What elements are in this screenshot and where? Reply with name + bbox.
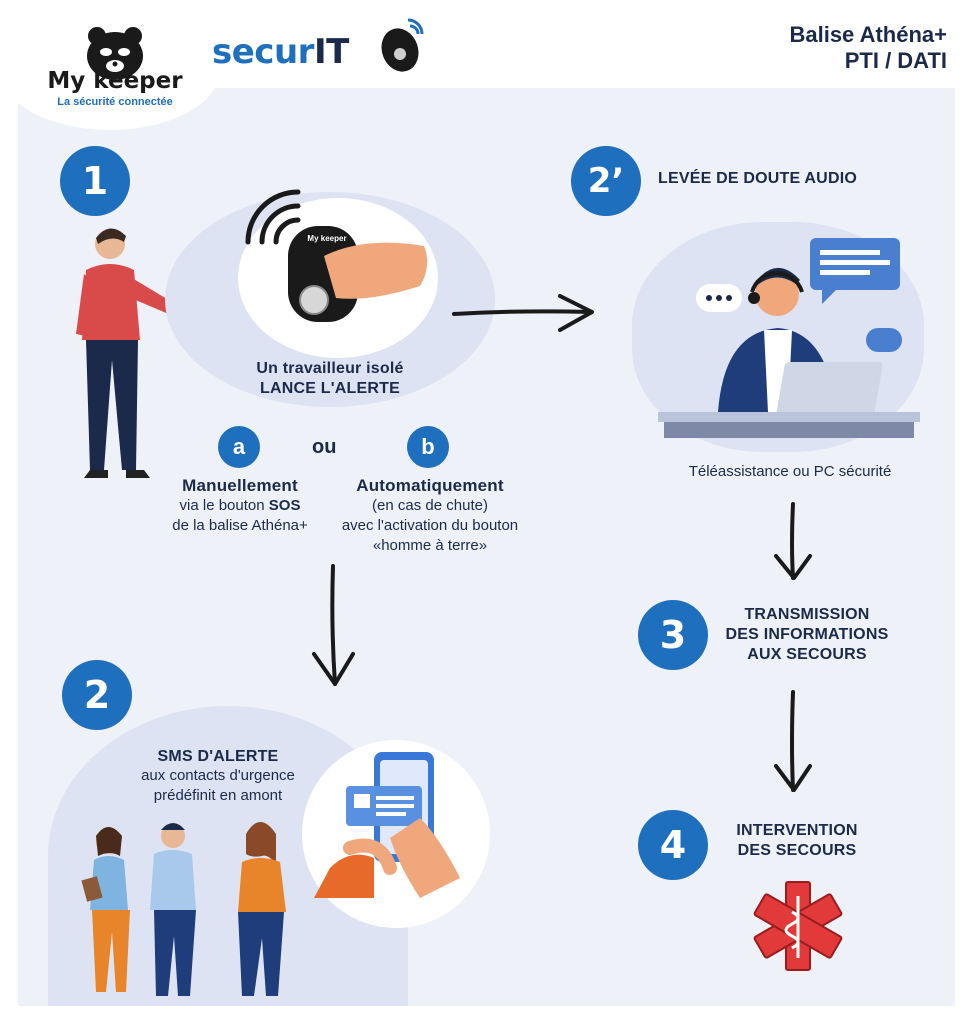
- phone-illustration: [314, 752, 460, 898]
- step2-line2: prédéfinit en amont: [153, 787, 283, 804]
- header-line2: PTI / DATI: [844, 48, 947, 73]
- alert-line2: LANCE L'ALERTE: [260, 380, 400, 397]
- step4-badge: 4: [638, 810, 708, 880]
- step2-title: SMS D'ALERTE: [157, 748, 279, 765]
- option-b-badge: b: [407, 426, 449, 468]
- partner-logo: securIT: [212, 32, 349, 72]
- arrow-down-icon: [312, 564, 355, 686]
- option-a-line2: de la balise Athéna+: [172, 517, 308, 534]
- partner-logo-prefix: secur: [212, 32, 314, 72]
- arrow-right-icon: [452, 294, 594, 332]
- option-b-line3: «homme à terre»: [372, 537, 488, 554]
- partner-logo-suffix: IT: [313, 32, 349, 72]
- option-b-title: Automatiquement: [356, 476, 504, 495]
- step3-badge: 3: [638, 600, 708, 670]
- arrow-down-icon: [774, 690, 812, 792]
- option-b-line2: avec l'activation du bouton: [341, 517, 519, 534]
- header-title: Balise Athéna+ PTI / DATI: [789, 22, 947, 74]
- step4-line1: INTERVENTION: [736, 822, 858, 839]
- step2prime-badge: 2’: [571, 146, 641, 216]
- signal-waves-icon: [245, 189, 301, 245]
- beacon-device-illustration: [288, 226, 428, 322]
- contacts-illustration: [81, 822, 286, 996]
- bear-logo-icon: [87, 27, 143, 80]
- logo-tagline: La sécurité connectée: [57, 96, 173, 108]
- arrow-down-icon: [774, 502, 812, 580]
- option-b-line1: (en cas de chute): [372, 497, 488, 514]
- alert-line1: Un travailleur isolé: [256, 360, 404, 377]
- option-a-text: Manuellement via le bouton SOS de la bal…: [150, 476, 330, 536]
- option-a-line1: via le bouton SOS: [150, 496, 330, 516]
- step2prime-title: LEVÉE DE DOUTE AUDIO: [658, 170, 857, 187]
- step3-text: TRANSMISSION DES INFORMATIONS AUX SECOUR…: [712, 606, 902, 664]
- alert-text: Un travailleur isolé LANCE L'ALERTE: [210, 360, 450, 398]
- device-label: My keeper: [307, 234, 347, 243]
- step4-text: INTERVENTION DES SECOURS: [712, 822, 882, 860]
- brand-logo: My keeper La sécurité connectée: [45, 22, 185, 112]
- header-line1: Balise Athéna+: [789, 22, 947, 47]
- step3-line2: DES INFORMATIONS: [725, 626, 889, 643]
- option-a-line1-bold: SOS: [268, 497, 301, 514]
- step2-text: SMS D'ALERTE aux contacts d'urgence préd…: [118, 748, 318, 806]
- step2-badge: 2: [62, 660, 132, 730]
- star-of-life-icon: [753, 881, 843, 971]
- step2-line1: aux contacts d'urgence: [141, 767, 295, 784]
- step4-line2: DES SECOURS: [737, 842, 857, 859]
- option-a-line1-prefix: via le bouton: [179, 497, 269, 514]
- option-a-title: Manuellement: [182, 476, 298, 495]
- step3-line1: TRANSMISSION: [744, 606, 870, 623]
- step2prime-caption: Téléassistance ou PC sécurité: [688, 463, 892, 480]
- or-label: ou: [312, 436, 337, 458]
- option-b-text: Automatiquement (en cas de chute) avec l…: [325, 476, 535, 556]
- operator-illustration: [658, 238, 920, 438]
- beacon-signal-icon: [381, 18, 424, 72]
- step3-line3: AUX SECOURS: [747, 646, 867, 663]
- logo-name: My keeper: [47, 68, 183, 94]
- option-a-badge: a: [218, 426, 260, 468]
- step1-badge: 1: [60, 146, 130, 216]
